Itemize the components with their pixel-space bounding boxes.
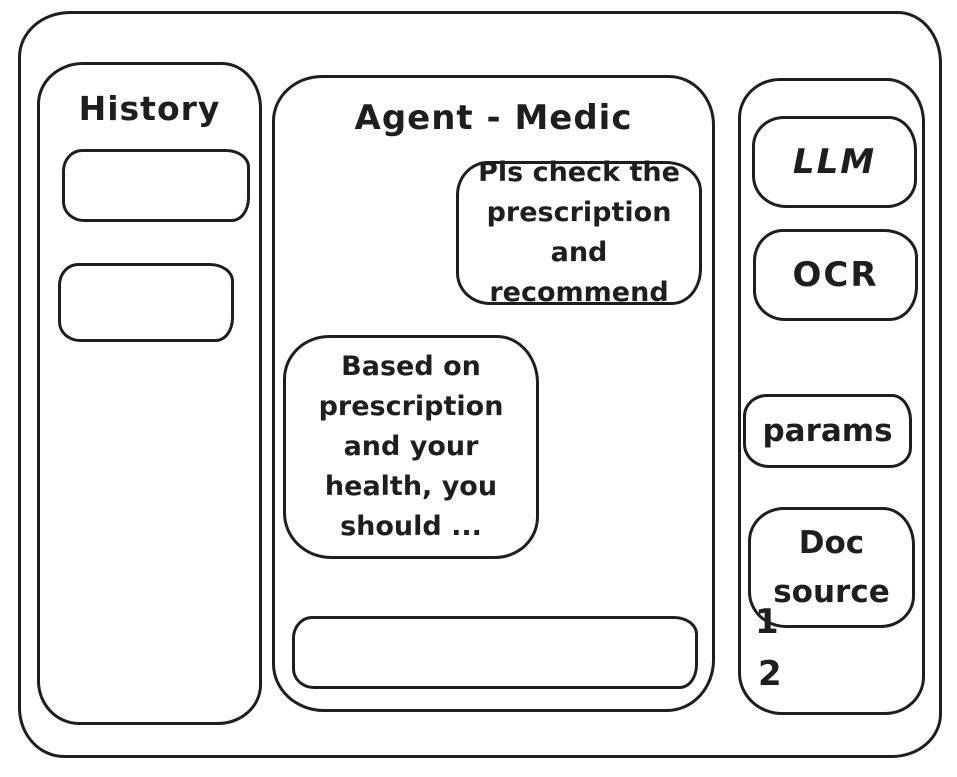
doc-source-note-1: 1 <box>755 602 779 642</box>
history-item[interactable] <box>62 149 250 222</box>
history-item[interactable] <box>58 263 234 342</box>
history-title: History <box>78 89 221 128</box>
ocr-button[interactable]: OCR <box>753 229 918 321</box>
llm-button[interactable]: LLM <box>752 116 917 208</box>
doc-source-button[interactable]: Doc source <box>748 507 915 628</box>
assistant-message-bubble: Based on prescription and your health, y… <box>283 335 539 559</box>
params-button[interactable]: params <box>743 394 912 468</box>
message-input[interactable] <box>292 616 698 689</box>
window-frame: History Agent - Medic Pls check the pres… <box>18 11 942 758</box>
user-message-bubble: Pls check the prescription and recommend <box>456 157 702 308</box>
doc-source-note-2: 2 <box>758 654 782 694</box>
tools-panel: LLM OCR params Doc source 1 2 <box>738 78 925 715</box>
history-panel: History <box>37 62 262 725</box>
chat-title: Agent - Medic <box>354 98 633 138</box>
chat-panel: Agent - Medic Pls check the prescription… <box>272 75 715 712</box>
user-message-text: Pls check the prescription and recommend <box>478 157 680 308</box>
assistant-message-text: Based on prescription and your health, y… <box>318 351 504 542</box>
